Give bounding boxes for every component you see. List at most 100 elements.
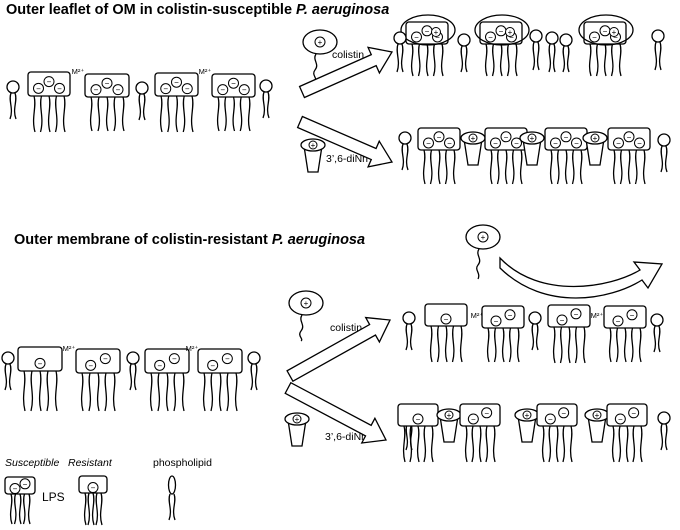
phospholipid-head [402, 311, 416, 325]
phospholipid-head [529, 29, 543, 43]
lipid-tail [514, 43, 518, 77]
lps-molecule: −−− [484, 127, 528, 185]
lipid-tail [562, 45, 566, 73]
minus-sign: − [57, 84, 62, 93]
negative-charge-icon [481, 407, 493, 419]
lipid-tail [444, 149, 448, 185]
lipid-tail [664, 145, 668, 173]
lipid-tail [409, 425, 413, 463]
minus-sign: − [91, 484, 96, 493]
phospholipid [402, 311, 416, 351]
lipid-tail [396, 43, 400, 73]
lipid-tail [210, 372, 214, 412]
lipid-tail [80, 372, 84, 412]
lipid-tail [22, 493, 26, 525]
minus-sign: − [561, 409, 566, 418]
phospholipid-head [650, 313, 664, 327]
lipid-tail [400, 43, 404, 73]
lipid-tail [95, 492, 99, 526]
lipid-tail [618, 425, 622, 463]
lipid-tail [658, 41, 662, 71]
lipid-tail [519, 149, 523, 185]
title-resistant: Outer membrane of colistin-resistant P. … [14, 233, 365, 248]
phospholipid-head [126, 351, 140, 365]
phospholipid-legend-head [167, 475, 177, 495]
phospholipid-head [6, 80, 20, 94]
colistin-molecule-icon: + [288, 290, 324, 342]
lipid-tail [4, 363, 8, 391]
lipid-tail [99, 492, 103, 526]
lipid-tail [657, 325, 661, 353]
lps-core [547, 304, 591, 328]
negative-charge-icon [207, 359, 219, 371]
lps-molecule: −−− [84, 73, 130, 132]
phospholipid-head [247, 351, 261, 365]
lipid-tail [165, 372, 169, 412]
susceptible-membrane: −−−M²⁺−−−−−−M²⁺−−− [6, 67, 273, 133]
lipid-tail [129, 363, 133, 391]
lipid-tail [429, 325, 433, 363]
minus-sign: − [613, 33, 618, 42]
positive-charge-icon [527, 133, 537, 143]
minus-sign: − [616, 139, 621, 148]
positive-charge-icon [308, 140, 318, 150]
deflection-arrow [499, 256, 664, 299]
colistin-label-top: colistin [332, 49, 365, 61]
phospholipid-head [457, 33, 471, 47]
minus-sign: − [504, 133, 509, 142]
lps-molecule: −− [606, 403, 648, 463]
positive-charge-icon [590, 133, 600, 143]
negative-charge-icon [485, 31, 496, 43]
lipid-tail [506, 43, 510, 77]
lipid-tail [104, 372, 108, 412]
positive-charge-icon [314, 36, 326, 48]
lipid-tail [471, 425, 475, 463]
phospholipid-head [545, 31, 559, 45]
lipid-tail [422, 149, 426, 185]
positive-charge-icon [300, 297, 312, 309]
lps-molecule: −− [75, 348, 121, 412]
negative-charge-icon [423, 137, 434, 149]
negative-charge-icon [101, 77, 113, 89]
minus-sign: − [560, 316, 565, 325]
plus-sign: + [318, 38, 323, 47]
negative-charge-icon [85, 359, 97, 371]
colistin-bound-ring [400, 14, 456, 46]
lipid-tail [401, 143, 405, 171]
lps-molecule: −− [603, 305, 647, 363]
lipid-tail [549, 149, 553, 185]
lipid-tail [202, 372, 206, 412]
lipid-tail [486, 327, 490, 363]
lipid-tail [437, 149, 441, 185]
minus-sign: − [36, 84, 41, 93]
minus-sign: − [416, 415, 421, 424]
lps-molecule: − [424, 303, 468, 363]
lipid-tail [603, 43, 607, 77]
lipid-tail [608, 327, 612, 363]
resistant-treatments: ++ [284, 290, 391, 447]
lipid-tail [83, 492, 87, 526]
lipid-tail [416, 425, 420, 463]
lipid-tail [496, 149, 500, 185]
phospholipid [545, 31, 559, 73]
negative-charge-icon [54, 82, 65, 94]
phospholipid [398, 131, 412, 171]
lipid-tail [425, 43, 429, 77]
lipid-tail [556, 149, 560, 185]
lipid-tail [13, 92, 17, 120]
phospholipid [126, 351, 140, 391]
lipid-tail [541, 425, 545, 463]
minus-sign: − [172, 355, 177, 364]
colistin-bound-ring [474, 14, 530, 46]
lps-molecule: −− [144, 348, 190, 412]
lps-core [75, 348, 121, 374]
lipid-tail [121, 96, 125, 132]
negative-charge-icon [221, 353, 233, 365]
lipid-tail [133, 363, 137, 391]
positive-charge-icon [609, 27, 619, 37]
plus-sign: + [525, 411, 530, 420]
lipid-tail [460, 45, 464, 73]
dinn-molecule-icon: + [284, 412, 310, 447]
lipid-tail [654, 41, 658, 71]
negative-charge-icon [168, 353, 180, 365]
